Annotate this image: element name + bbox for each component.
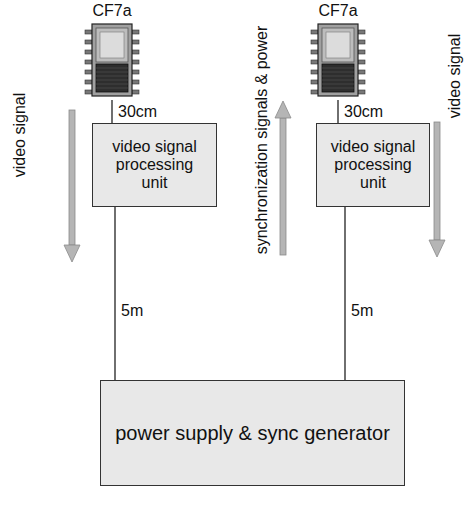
signal-name: synchronization signals & power [253,26,271,255]
down-arrow-shaft [69,110,75,245]
signal-name: video signal [446,34,464,119]
part-name: CF7a [305,2,371,20]
up-arrow-shaft [280,118,286,255]
cable-line [111,100,112,123]
ccd-chip [310,22,366,98]
process-box: power supply & sync generator [100,380,405,486]
box-label: power supply & sync generator [115,422,390,445]
cable-line [114,207,115,380]
ccd-sensor: CF7a [79,2,145,100]
cable-length: 5m [351,302,373,320]
signal-name: video signal [11,93,29,178]
cable-length: 30cm [118,103,157,121]
down-arrow-shaft [434,122,440,240]
cable-length: 5m [121,302,143,320]
box-label: video signal processing unit [327,138,419,192]
process-box: video signal processing unit [92,123,217,207]
ccd-sensor: CF7a [305,2,371,100]
box-label: video signal processing unit [103,138,206,192]
down-arrow-head [64,245,80,262]
cable-line [337,100,338,123]
ccd-chip [84,22,140,98]
up-arrow-head [275,101,291,118]
process-box: video signal processing unit [316,123,430,207]
down-arrow-head [429,240,445,257]
cable-length: 30cm [344,103,383,121]
part-name: CF7a [79,2,145,20]
cable-line [344,207,345,380]
